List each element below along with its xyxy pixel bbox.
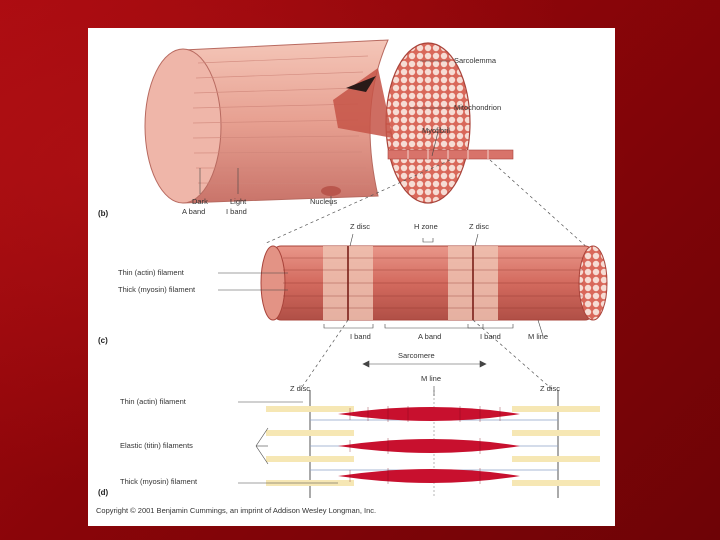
label-mitochondrion: Mitochondrion xyxy=(454,104,501,112)
label-myofibril: Myofibril xyxy=(422,127,450,135)
label-nucleus: Nucleus xyxy=(310,198,337,206)
label-thick-filament-c: Thick (myosin) filament xyxy=(118,286,195,294)
label-sarcomere: Sarcomere xyxy=(398,352,435,360)
label-i-band-left-c: I band xyxy=(350,333,371,341)
label-light: Light xyxy=(230,198,246,206)
panel-letter-d: (d) xyxy=(98,488,108,497)
label-thin-filament-d: Thin (actin) filament xyxy=(120,398,186,406)
panel-letter-b: (b) xyxy=(98,209,108,218)
sarcomere-detail xyxy=(266,390,600,498)
myosin-filaments xyxy=(338,407,520,483)
myofibril-bundle xyxy=(386,43,470,203)
label-a-band-b: A band xyxy=(182,208,205,216)
label-m-line-c: M line xyxy=(528,333,548,341)
label-dark: Dark xyxy=(192,198,208,206)
label-z-disc-left-c: Z disc xyxy=(350,223,370,231)
label-z-disc-right-d: Z disc xyxy=(540,385,560,393)
label-thin-filament-c: Thin (actin) filament xyxy=(118,269,184,277)
panel-letter-c: (c) xyxy=(98,336,108,345)
nucleus-shape xyxy=(321,186,341,196)
label-m-line-d: M line xyxy=(421,375,441,383)
label-i-band-right-c: I band xyxy=(480,333,501,341)
label-thick-filament-d: Thick (myosin) filament xyxy=(120,478,197,486)
label-elastic-filaments: Elastic (titin) filaments xyxy=(120,442,193,450)
label-z-disc-right-c: Z disc xyxy=(469,223,489,231)
label-sarcolemma: Sarcolemma xyxy=(454,57,496,65)
label-i-band-b: I band xyxy=(226,208,247,216)
label-a-band-c: A band xyxy=(418,333,441,341)
figure-panel: Sarcolemma Mitochondrion Myofibril Dark … xyxy=(88,28,615,526)
sarcomere-arrow xyxy=(363,361,486,367)
copyright-notice: Copyright © 2001 Benjamin Cummings, an i… xyxy=(96,506,376,515)
myofibril-strand xyxy=(388,150,513,159)
label-h-zone: H zone xyxy=(414,223,438,231)
label-z-disc-left-d: Z disc xyxy=(290,385,310,393)
myofibril xyxy=(261,246,607,320)
